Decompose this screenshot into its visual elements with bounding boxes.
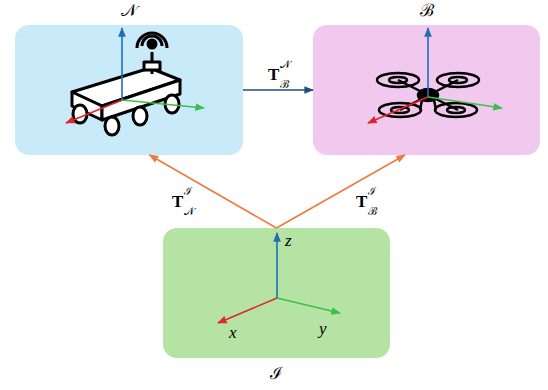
axis-label: z — [285, 232, 292, 251]
drawing-part — [105, 117, 119, 135]
drawing-part — [437, 73, 479, 87]
drawing-part — [142, 36, 162, 46]
superscript: 𝒩 — [280, 58, 291, 70]
frame-name: ℐ — [270, 364, 283, 384]
frame-name: ℬ — [420, 1, 434, 21]
transform-symbol: T — [356, 193, 367, 212]
drawing-part — [389, 77, 407, 83]
inertial-axes — [218, 233, 340, 323]
transform-arrow — [243, 89, 313, 91]
transform-symbol: T — [172, 193, 183, 212]
transform-arrow — [150, 155, 277, 228]
transform-symbol: T — [268, 66, 279, 85]
subscript: 𝒩 — [184, 205, 195, 217]
drawing-part — [435, 103, 477, 117]
transform-arrow — [277, 155, 405, 228]
drawing-part — [121, 28, 123, 100]
drawing-part — [420, 100, 422, 110]
frame-name: 𝒩 — [121, 1, 137, 21]
drawing-part — [148, 40, 156, 48]
drawing-part — [73, 105, 87, 123]
drawing-part — [449, 77, 467, 83]
drawing-part — [122, 100, 204, 108]
drawing-part — [368, 97, 428, 123]
subscript: ℬ — [280, 78, 289, 90]
subscript: ℬ — [368, 205, 377, 217]
drawing-part — [133, 107, 147, 125]
drawing-part — [277, 298, 340, 313]
drawing-part — [276, 233, 278, 298]
drawing-part — [434, 100, 436, 110]
superscript: ℐ — [368, 185, 376, 197]
drawing-part — [377, 73, 419, 87]
drawing-part — [427, 28, 429, 97]
drawing-part — [428, 97, 502, 108]
rover-illustration — [72, 33, 180, 135]
axis-label: x — [229, 324, 237, 343]
drawing-part — [66, 100, 122, 123]
drawing-part — [137, 33, 167, 48]
drawing-part — [144, 62, 160, 70]
drone-axes — [368, 28, 502, 123]
drawing-part — [218, 298, 277, 323]
superscript: ℐ — [184, 185, 192, 197]
axis-label: y — [319, 320, 327, 339]
rover-axes — [66, 28, 204, 123]
drawing-part — [447, 107, 465, 113]
